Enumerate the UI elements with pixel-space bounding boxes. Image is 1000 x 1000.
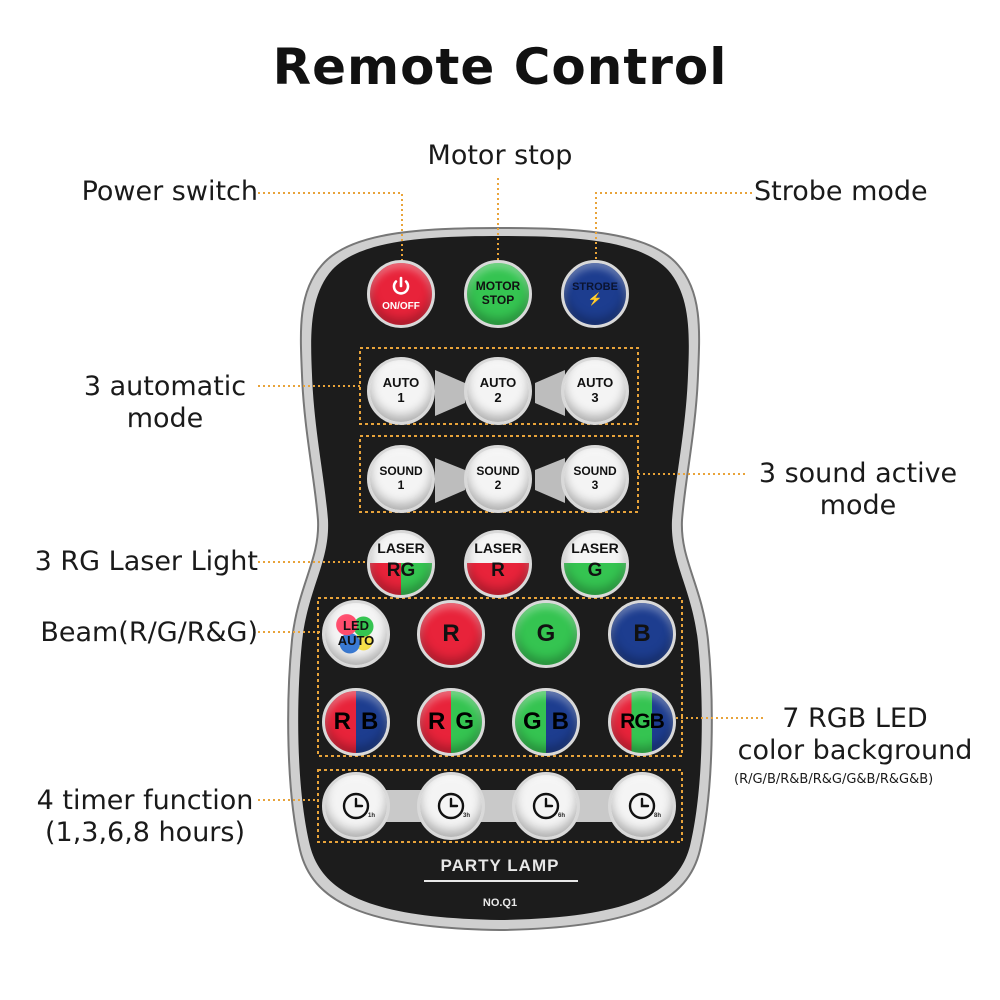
laser-g-bottom: G: [587, 560, 603, 582]
combo-rg-a: R: [427, 708, 446, 736]
motor-stop-line1: MOTOR: [475, 279, 521, 294]
timer-1h-button[interactable]: 1h: [322, 772, 390, 840]
callout-timer-line1: 4 timer function: [36, 785, 254, 816]
sound-3-line1: SOUND: [573, 464, 617, 479]
auto-1-button[interactable]: AUTO 1: [367, 357, 435, 425]
combo-rgb-button[interactable]: RGB: [608, 688, 676, 756]
timer-6h-button[interactable]: 6h: [512, 772, 580, 840]
motor-stop-line2: STOP: [481, 293, 515, 307]
combo-rg-b: G: [455, 708, 474, 736]
led-auto-line2: AUTO: [337, 633, 375, 648]
auto-2-line1: AUTO: [479, 375, 517, 391]
power-label: ON/OFF: [382, 301, 420, 313]
callout-beam: Beam(R/G/R&G): [40, 617, 258, 648]
lightning-icon: ⚡: [587, 292, 603, 307]
beam-green-label: G: [536, 620, 556, 648]
strobe-label: STROBE: [572, 280, 618, 293]
power-icon: [392, 276, 410, 295]
callout-auto-mode: 3 automatic mode: [70, 371, 260, 435]
laser-r-button[interactable]: LASER R: [464, 530, 532, 598]
callout-auto-line2: mode: [126, 403, 204, 434]
clock-icon: [437, 792, 465, 820]
power-button[interactable]: ON/OFF: [367, 260, 435, 328]
strobe-button[interactable]: STROBE ⚡: [561, 260, 629, 328]
callout-sound-line1: 3 sound active: [758, 458, 958, 489]
timer-8h-button[interactable]: 8h: [608, 772, 676, 840]
callout-laser-light: 3 RG Laser Light: [34, 546, 258, 577]
timer-6h-label: 6h: [557, 813, 565, 820]
sound-2-button[interactable]: SOUND 2: [464, 445, 532, 513]
auto-3-button[interactable]: AUTO 3: [561, 357, 629, 425]
sound-1-button[interactable]: SOUND 1: [367, 445, 435, 513]
combo-gb-a: G: [522, 708, 542, 736]
page-title: Remote Control: [272, 38, 728, 96]
auto-3-line2: 3: [591, 390, 599, 405]
laser-rg-button[interactable]: LASER RG: [367, 530, 435, 598]
clock-icon: [628, 792, 656, 820]
sound-2-line2: 2: [494, 478, 502, 492]
combo-gb-b: B: [551, 708, 569, 736]
combo-rb-button[interactable]: R B: [322, 688, 390, 756]
sound-3-line2: 3: [591, 478, 599, 492]
laser-r-bottom: R: [491, 560, 505, 582]
combo-rgb-label: RGB: [620, 709, 665, 733]
auto-1-line1: AUTO: [382, 375, 420, 391]
sound-1-line2: 1: [397, 478, 405, 492]
laser-rg-bottom: RG: [386, 560, 416, 582]
auto-1-line2: 1: [397, 390, 405, 405]
callout-power-switch: Power switch: [81, 176, 258, 207]
callout-rgb-background: 7 RGB LED color background: [730, 703, 980, 767]
laser-g-top: LASER: [571, 540, 619, 557]
auto-2-line2: 2: [494, 390, 502, 405]
callout-rgb-line1: 7 RGB LED: [782, 703, 928, 734]
motor-stop-button[interactable]: MOTOR STOP: [464, 260, 532, 328]
combo-rb-b: B: [361, 708, 379, 736]
sound-2-line1: SOUND: [476, 464, 520, 479]
auto-3-line1: AUTO: [576, 375, 614, 391]
laser-r-top: LASER: [474, 540, 522, 557]
led-auto-line1: LED: [343, 618, 369, 634]
callout-timer: 4 timer function (1,3,6,8 hours): [30, 785, 260, 849]
callout-auto-line1: 3 automatic: [83, 371, 247, 402]
clock-icon: [532, 792, 560, 820]
beam-blue-button[interactable]: B: [608, 600, 676, 668]
beam-red-label: R: [442, 620, 460, 648]
timer-1h-label: 1h: [367, 813, 375, 820]
led-auto-button[interactable]: LED AUTO: [322, 600, 390, 668]
sound-1-line1: SOUND: [379, 464, 423, 479]
brand-label: PARTY LAMP: [440, 856, 560, 875]
callout-rgb-line2: color background: [737, 735, 973, 766]
combo-gb-button[interactable]: G B: [512, 688, 580, 756]
clock-icon: [342, 792, 370, 820]
sound-3-button[interactable]: SOUND 3: [561, 445, 629, 513]
timer-3h-button[interactable]: 3h: [417, 772, 485, 840]
beam-green-button[interactable]: G: [512, 600, 580, 668]
model-label: NO.Q1: [482, 897, 518, 909]
combo-rg-button[interactable]: R G: [417, 688, 485, 756]
combo-rb-a: R: [333, 708, 351, 736]
timer-8h-label: 8h: [653, 813, 661, 820]
laser-rg-top: LASER: [377, 540, 425, 557]
beam-blue-label: B: [633, 620, 651, 648]
callout-timer-line2: (1,3,6,8 hours): [44, 817, 246, 848]
callout-strobe-mode: Strobe mode: [754, 176, 928, 207]
timer-3h-label: 3h: [462, 813, 470, 820]
callout-sound-mode: 3 sound active mode: [748, 458, 968, 522]
auto-2-button[interactable]: AUTO 2: [464, 357, 532, 425]
callout-sound-line2: mode: [819, 490, 897, 521]
laser-g-button[interactable]: LASER G: [561, 530, 629, 598]
beam-red-button[interactable]: R: [417, 600, 485, 668]
callout-motor-stop: Motor stop: [427, 140, 573, 171]
callout-rgb-subtext: (R/G/B/R&B/R&G/G&B/R&G&B): [734, 772, 934, 787]
